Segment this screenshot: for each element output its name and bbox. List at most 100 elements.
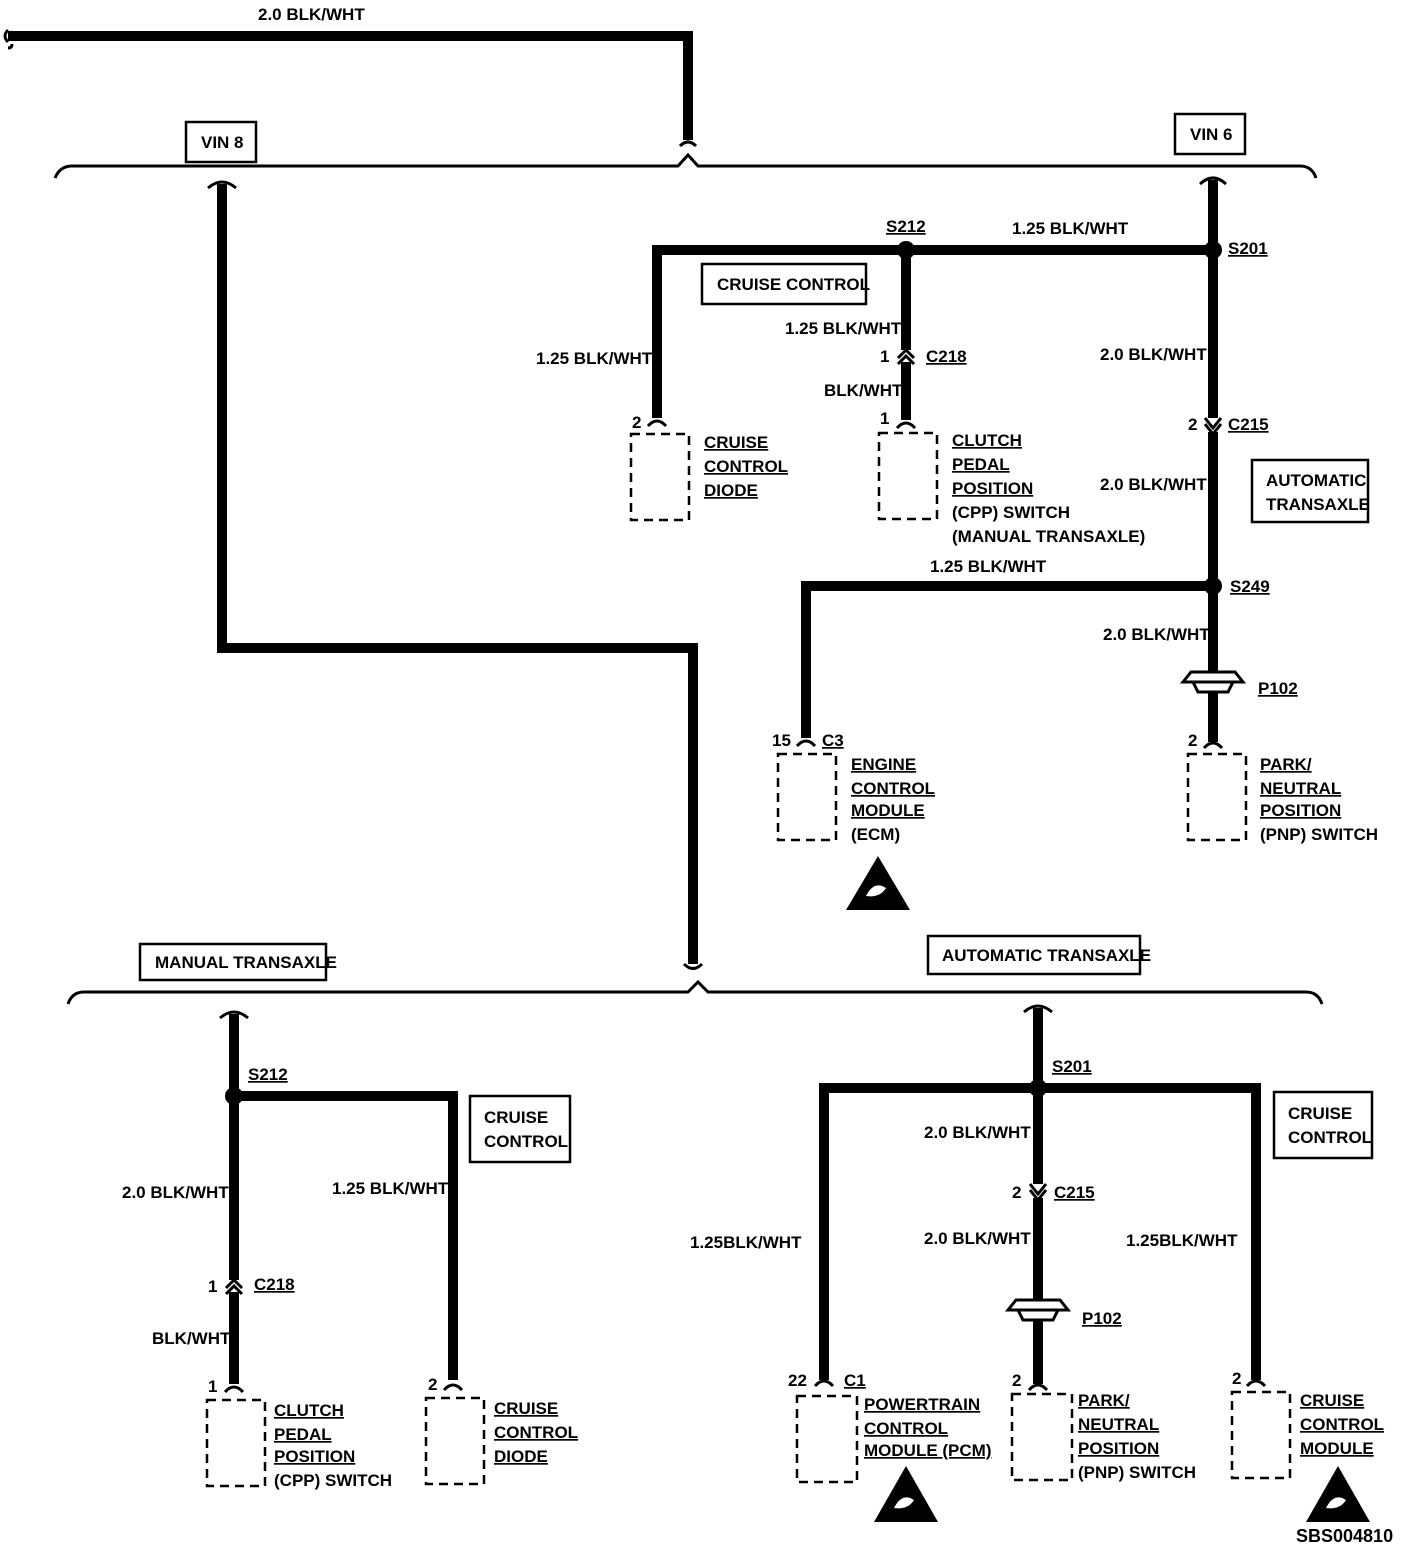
wire-vin6-start-mark (1198, 176, 1228, 186)
ecm-label-2: CONTROL (851, 779, 935, 798)
cruise-control-box-top (700, 262, 868, 306)
wire-label-s212-down: 1.25 BLK/WHT (785, 319, 902, 338)
terminal-bl-diode (442, 1383, 464, 1392)
splice-s201-bottom (1029, 1079, 1047, 1097)
wire-top-feed (8, 31, 693, 140)
cpp-label-top-2: PEDAL (952, 455, 1010, 474)
pnp-label-top-2: NEUTRAL (1260, 779, 1341, 798)
esd-warning-icon (874, 1466, 938, 1522)
automatic-transaxle-label-bottom: AUTOMATIC TRANSAXLE (942, 946, 1151, 965)
wire-break-mark (3, 28, 14, 50)
ecm-label-1: ENGINE (851, 755, 916, 774)
pnp-label-br-2: NEUTRAL (1078, 1415, 1159, 1434)
component-cruise-diode (629, 432, 691, 522)
pin-cpp-top: 1 (880, 409, 889, 428)
component-bl-cruise-diode (424, 1396, 486, 1486)
figure-id: SBS004810 (1296, 1526, 1393, 1546)
vin8-label: VIN 8 (201, 133, 244, 152)
splice-s212 (897, 241, 915, 259)
pin-ccm: 2 (1232, 1369, 1241, 1388)
wire-label-br-s201-c215: 2.0 BLK/WHT (924, 1123, 1031, 1142)
wire-s201-s212-diode (652, 245, 1213, 418)
pin-ecm: 15 (772, 731, 791, 750)
wire-label-s212-s201: 1.25 BLK/WHT (1012, 219, 1129, 238)
bus-bracket-top (53, 152, 1318, 179)
automatic-transaxle-box-bottom (926, 934, 1142, 976)
ecm-label-3: MODULE (851, 801, 925, 820)
label-c215-top: C215 (1228, 415, 1269, 434)
component-cpp-switch (877, 431, 939, 521)
connector-p102-bottom (1004, 1298, 1072, 1322)
wire-bl-start-mark (219, 1010, 249, 1020)
vin8-box (184, 120, 258, 164)
cruise-control-bl-2: CONTROL (484, 1132, 568, 1151)
terminal-pnp (1202, 741, 1224, 750)
wire-label-bl-diode: 1.25 BLK/WHT (332, 1179, 449, 1198)
wire-label-s201-c215: 2.0 BLK/WHT (1100, 345, 1207, 364)
cruise-control-box-bl (468, 1094, 572, 1164)
component-ecm (776, 752, 838, 842)
pin-pnp-top: 2 (1188, 731, 1197, 750)
label-c218-top: C218 (926, 347, 967, 366)
esd-warning-icon (846, 856, 910, 910)
component-pnp-switch (1186, 752, 1248, 842)
cruise-control-box-br (1272, 1090, 1374, 1160)
pin-cpp-bottom: 1 (208, 1377, 217, 1396)
wire-bl-s212-diode (234, 1091, 458, 1380)
auto-transaxle-line1: AUTOMATIC (1266, 471, 1366, 490)
label-s201-top: S201 (1228, 239, 1268, 258)
pin-diode-bottom: 2 (428, 1375, 437, 1394)
vin6-box (1173, 112, 1247, 156)
wire-br-start-mark (1023, 1004, 1053, 1014)
pnp-label-top-4: (PNP) SWITCH (1260, 825, 1378, 844)
cruise-control-label-top: CRUISE CONTROL (717, 275, 870, 294)
pcm-label-3: MODULE (PCM) (864, 1441, 991, 1460)
wire-label-diode: 1.25 BLK/WHT (536, 349, 653, 368)
wire-label-s249-p102: 2.0 BLK/WHT (1103, 625, 1210, 644)
diode-label-top-3: DIODE (704, 481, 758, 500)
wire-label-top: 2.0 BLK/WHT (258, 5, 365, 24)
terminal-ecm (795, 739, 817, 748)
wire-label-ccm: 1.25BLK/WHT (1126, 1231, 1238, 1250)
component-pcm (795, 1394, 859, 1484)
label-p102-top: P102 (1258, 679, 1298, 698)
diode-label-top-2: CONTROL (704, 457, 788, 476)
pcm-label-2: CONTROL (864, 1419, 948, 1438)
ccm-label-1: CRUISE (1300, 1391, 1364, 1410)
pin-pcm: 22 (788, 1371, 807, 1390)
label-s212-top: S212 (886, 217, 926, 236)
pnp-label-top-3: POSITION (1260, 801, 1341, 820)
vin6-label: VIN 6 (1190, 125, 1233, 144)
pnp-label-br-1: PARK/ (1078, 1391, 1130, 1410)
wire-label-br-c215-p102: 2.0 BLK/WHT (924, 1229, 1031, 1248)
auto-transaxle-line2: TRANSAXLE (1266, 495, 1370, 514)
label-c3: C3 (822, 731, 844, 750)
label-c215-bottom: C215 (1054, 1183, 1095, 1202)
cpp-label-bl-4: (CPP) SWITCH (274, 1471, 392, 1490)
component-bl-cpp-switch (205, 1398, 267, 1488)
cpp-label-top-1: CLUTCH (952, 431, 1022, 450)
cruise-control-bl-1: CRUISE (484, 1108, 548, 1127)
cpp-label-bl-2: PEDAL (274, 1425, 332, 1444)
wire-vin8 (217, 184, 698, 964)
component-br-pnp-switch (1010, 1392, 1074, 1482)
wire-label-bl-cpp: BLK/WHT (152, 1329, 231, 1348)
splice-s212-bottom (225, 1087, 243, 1105)
pnp-label-br-4: (PNP) SWITCH (1078, 1463, 1196, 1482)
wire-s249-ecm (801, 581, 1213, 738)
bus-bracket-bottom (66, 979, 1324, 1005)
pin-diode-top: 2 (632, 413, 641, 432)
connector-p102 (1179, 670, 1247, 694)
terminal-pcm (813, 1379, 835, 1388)
label-c1: C1 (844, 1371, 866, 1390)
ecm-label-4: (ECM) (851, 825, 900, 844)
label-s201-bottom: S201 (1052, 1057, 1092, 1076)
ccm-label-2: CONTROL (1300, 1415, 1384, 1434)
cpp-label-bl-1: CLUTCH (274, 1401, 344, 1420)
splice-s201 (1204, 241, 1222, 259)
connector-c218-bottom (224, 1277, 244, 1296)
automatic-transaxle-box-top (1250, 458, 1370, 524)
terminal-bl-cpp (223, 1385, 245, 1394)
pin-c215-bottom: 2 (1012, 1183, 1021, 1202)
label-s212-bottom: S212 (248, 1065, 288, 1084)
